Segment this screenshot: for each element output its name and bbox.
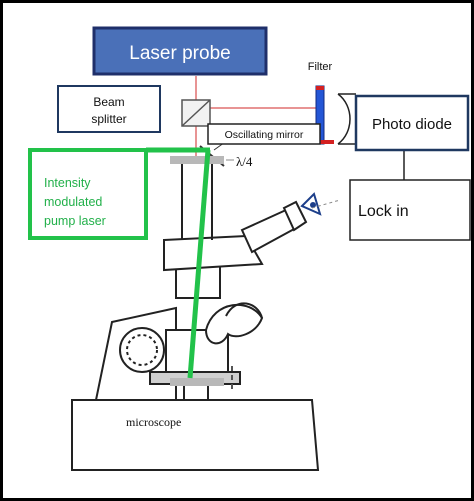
photodiode-lens	[337, 93, 351, 145]
quarter-wave-plate	[170, 156, 224, 164]
pump-label-2: modulated	[44, 195, 102, 209]
beam-splitter-label-2: splitter	[91, 112, 126, 126]
photo-diode-box	[354, 94, 470, 152]
upper-housing	[163, 234, 264, 272]
pump-label-3: pump laser	[44, 214, 106, 228]
lock-in-box	[349, 179, 471, 241]
eye-sightline	[311, 199, 341, 209]
adjustment-lobe-2	[225, 302, 263, 319]
focus-knob-inner	[126, 334, 158, 366]
beam-splitter-cube	[181, 99, 211, 127]
oscillating-mirror-label: Oscillating mirror	[225, 129, 304, 141]
beam-splitter-box	[57, 85, 161, 133]
filter-label: Filter	[308, 61, 333, 73]
pump-beam	[146, 147, 211, 379]
sample-plate	[170, 378, 224, 386]
lambda-quarter-label: λ/4	[236, 154, 253, 169]
lock-in-label: Lock in	[358, 203, 409, 220]
adjustment-lobes	[204, 303, 264, 345]
slide-block	[183, 383, 209, 401]
beam-splitter-label-1: Beam	[93, 95, 124, 109]
photo-diode-label: Photo diode	[372, 116, 452, 133]
microscope-base	[71, 399, 320, 471]
eyepiece-lens	[282, 200, 308, 232]
eye-icon	[300, 192, 322, 216]
microscope-label: microscope	[126, 415, 181, 429]
pump-laser-box	[28, 148, 148, 240]
laser-probe-box	[92, 26, 268, 76]
pump-label-1: Intensity	[44, 176, 91, 190]
laser-probe-label: Laser probe	[129, 43, 230, 64]
oscillating-mirror-box	[207, 123, 321, 145]
